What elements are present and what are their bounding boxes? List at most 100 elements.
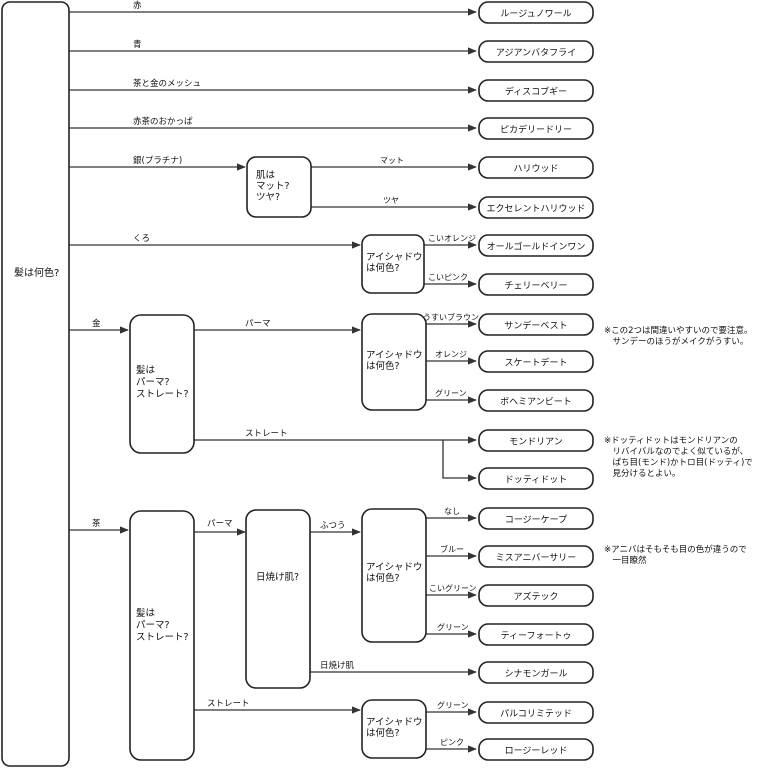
branch-label-silver: 銀(プラチナ) <box>133 155 182 166</box>
result-label: スケートデート <box>504 357 567 369</box>
question-box-eyeshadow-brown-perm <box>361 508 427 643</box>
question-box-eyeshadow-black <box>361 234 425 294</box>
branch-label-red: 赤 <box>133 1 142 11</box>
edge-label-green-brown: グリーン <box>437 622 469 632</box>
result-label: ドッティドット <box>505 475 567 486</box>
edge-label-green-gold: グリーン <box>435 388 467 398</box>
result-cinnamon-girl: シナモンガール <box>478 661 594 684</box>
result-label: ピカデリードリー <box>500 124 572 136</box>
text-line: は何色? <box>366 360 400 372</box>
result-hollywood: ハリウッド <box>478 156 594 179</box>
text-line: パーマ? <box>136 377 170 388</box>
text-line: は何色? <box>366 727 400 739</box>
note-anniversary: ※アニバはそもそも目の色が違うので 一目瞭然 <box>604 545 747 566</box>
text-line: は何色? <box>366 262 400 274</box>
question-text-brown-hair: 髪はパーマ?ストレート? <box>136 607 189 643</box>
edge-label-gold-perm: パーマ <box>245 319 271 329</box>
text-line: アイシャドウ <box>366 562 423 573</box>
result-aztec: アズテック <box>478 584 594 607</box>
result-cherry-berry: チェリーベリー <box>478 273 594 296</box>
result-all-gold-in-one: オールゴールドインワン <box>478 234 594 257</box>
edge-label-glossy: ツヤ <box>383 196 399 205</box>
root-question-box <box>1 1 70 767</box>
text-line: パーマ? <box>136 620 170 631</box>
result-tea-for-two: ティーフォートゥ <box>478 623 594 646</box>
question-text-eyeshadow-gold: アイシャドウは何色? <box>366 350 423 372</box>
note-dotty: ※ドッティドットはモンドリアンの リバイバルなのでよく似ているが、 ぱち目(モン… <box>604 436 753 479</box>
text-line: ストレート? <box>136 389 189 400</box>
result-asian-butterfly: アジアンバタフライ <box>478 40 594 63</box>
edge-label-tanned: 日焼け肌 <box>320 661 355 671</box>
result-mondrian: モンドリアン <box>478 429 594 452</box>
result-label: アズテック <box>513 591 558 603</box>
result-label: オールゴールドインワン <box>487 241 586 253</box>
edge-label-brown-perm: パーマ <box>207 519 233 529</box>
result-skate-date: スケートデート <box>478 350 594 373</box>
result-sundae-best: サンデーベスト <box>478 313 594 336</box>
result-rouge-noir: ルージュノワール <box>478 1 594 24</box>
question-box-gold-hair <box>129 314 195 454</box>
result-label: ミスアニバーサリー <box>496 553 577 564</box>
edge-gold-straight-branch <box>442 440 477 482</box>
result-picadilly: ピカデリードリー <box>478 117 594 140</box>
result-label: ボヘミアンビート <box>500 397 572 408</box>
edge-label-matte: マット <box>380 156 404 165</box>
text-line: 髪は <box>136 607 156 619</box>
text-line: アイシャドウ <box>366 717 423 728</box>
text-line: は何色? <box>366 572 400 584</box>
question-box-skin <box>246 156 312 218</box>
question-box-tanned <box>245 509 311 689</box>
question-text-eyeshadow-black: アイシャドウは何色? <box>366 252 423 274</box>
branch-label-auburn: 赤茶のおかっぱ <box>133 116 193 127</box>
edge-label-orange: オレンジ <box>435 350 467 359</box>
question-text-tanned: 日焼け肌? <box>256 571 299 583</box>
question-box-brown-hair <box>129 510 195 761</box>
text-line: 髪は <box>136 364 156 376</box>
result-label: ロージーレッド <box>505 747 568 757</box>
text-line: ストレート? <box>136 632 189 643</box>
result-bohemian-beat: ボヘミアンビート <box>478 389 594 412</box>
branch-label-black: くろ <box>133 234 150 244</box>
result-disco-boogie: ディスコブギー <box>478 79 594 102</box>
question-text-skin: 肌はマット?ツヤ? <box>256 170 290 203</box>
edge-label-pink: ピンク <box>440 738 464 747</box>
question-box-eyeshadow-brown-straight <box>361 699 427 759</box>
result-cozy-cape: コージーケープ <box>478 507 594 530</box>
question-text-gold-hair: 髪はパーマ?ストレート? <box>136 364 189 400</box>
edge-label-light-brown: うすいブラウン <box>423 312 479 322</box>
root-question-text: 髪は何色? <box>14 266 59 279</box>
result-dotty-dot: ドッティドット <box>478 467 594 490</box>
result-label: パルコリミテッド <box>500 709 572 720</box>
edge-label-blue-eye: ブルー <box>440 544 464 554</box>
result-label: アジアンバタフライ <box>496 48 576 59</box>
result-label: コージーケープ <box>505 515 567 526</box>
edge-label-dark-green: こいグリーン <box>429 583 477 593</box>
question-text-eyeshadow-brown-straight: アイシャドウは何色? <box>366 717 423 739</box>
text-line: 肌は <box>256 170 276 181</box>
result-label: ディスコブギー <box>505 86 567 98</box>
result-label: ルージュノワール <box>500 10 571 20</box>
result-label: サンデーベスト <box>504 320 567 332</box>
result-label: モンドリアン <box>509 438 563 448</box>
question-text-eyeshadow-brown-perm: アイシャドウは何色? <box>366 562 423 584</box>
edge-label-dark-pink: こいピンク <box>428 273 468 282</box>
edge-label-none: なし <box>444 507 460 516</box>
edge-label-brown-straight: ストレート <box>207 699 250 709</box>
question-box-eyeshadow-gold <box>361 313 427 411</box>
text-line: ツヤ? <box>256 192 280 203</box>
branch-label-brown: 茶 <box>92 518 101 529</box>
result-label: エクセレントハリウッド <box>486 204 585 215</box>
result-palco: パルコリミテッド <box>478 701 594 724</box>
text-line: マット? <box>256 181 290 192</box>
branch-label-gold: 金 <box>92 318 101 329</box>
edge-label-normal: ふつう <box>320 521 346 531</box>
note-sundae: ※この2つは間違いやすいので要注意。 サンデーのほうがメイクがうすい。 <box>604 326 753 347</box>
result-label: シナモンガール <box>504 669 567 680</box>
edge-label-dark-orange: こいオレンジ <box>428 234 476 243</box>
result-rosy-red: ロージーレッド <box>478 738 594 761</box>
text-line: アイシャドウ <box>366 252 423 263</box>
result-miss-anniversary: ミスアニバーサリー <box>478 545 594 568</box>
edge-label-green-straight: グリーン <box>437 700 469 710</box>
result-label: チェリーベリー <box>504 281 567 292</box>
result-label: ティーフォートゥ <box>501 631 572 642</box>
